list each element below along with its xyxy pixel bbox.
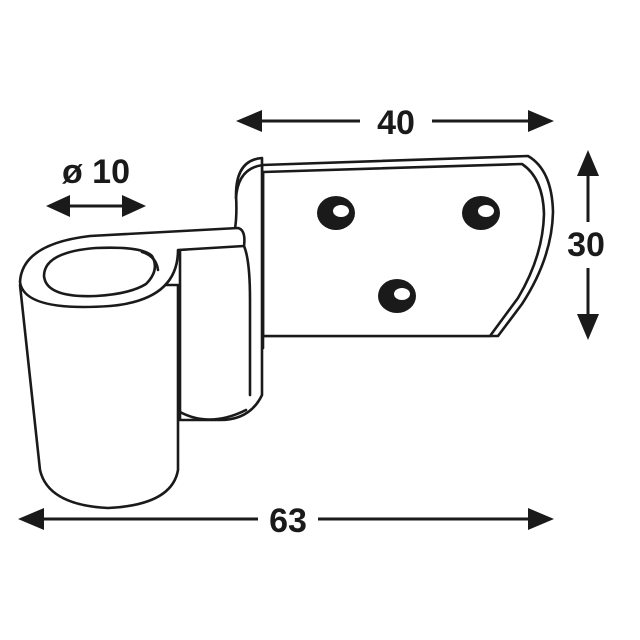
dim-pin-diameter-label: ø 10	[62, 153, 130, 191]
dimension-overall-width: 63	[18, 502, 554, 540]
knuckle-front-edge	[242, 244, 252, 397]
dim-height-label: 30	[567, 226, 605, 264]
barrel-bore	[42, 246, 157, 298]
arrow-left-icon	[236, 110, 262, 132]
arrow-right-icon	[122, 195, 146, 217]
dimension-top-width: 40	[236, 104, 554, 142]
arrow-right-icon	[528, 508, 554, 530]
mounting-plate	[260, 154, 555, 350]
screw-hole-top-right	[462, 196, 500, 230]
screw-hole-top-left	[317, 196, 355, 230]
barrel-body	[18, 283, 180, 510]
arrow-up-icon	[577, 150, 599, 176]
arrow-left-icon	[18, 508, 44, 530]
arrow-down-icon	[577, 314, 599, 340]
bore-wrap-edge	[140, 250, 160, 272]
dim-overall-width-label: 63	[269, 502, 307, 540]
knuckle-bottom-curve	[178, 408, 248, 421]
dimension-height: 30	[567, 150, 605, 340]
arrow-right-icon	[528, 110, 554, 132]
arrow-left-icon	[46, 195, 70, 217]
hinge-barrel	[18, 226, 246, 510]
knuckle-bend-line	[234, 163, 265, 200]
screw-hole-bottom	[378, 279, 416, 313]
dim-top-width-label: 40	[377, 104, 415, 142]
knuckle	[178, 156, 265, 422]
dimension-pin-diameter: ø 10	[46, 153, 146, 217]
